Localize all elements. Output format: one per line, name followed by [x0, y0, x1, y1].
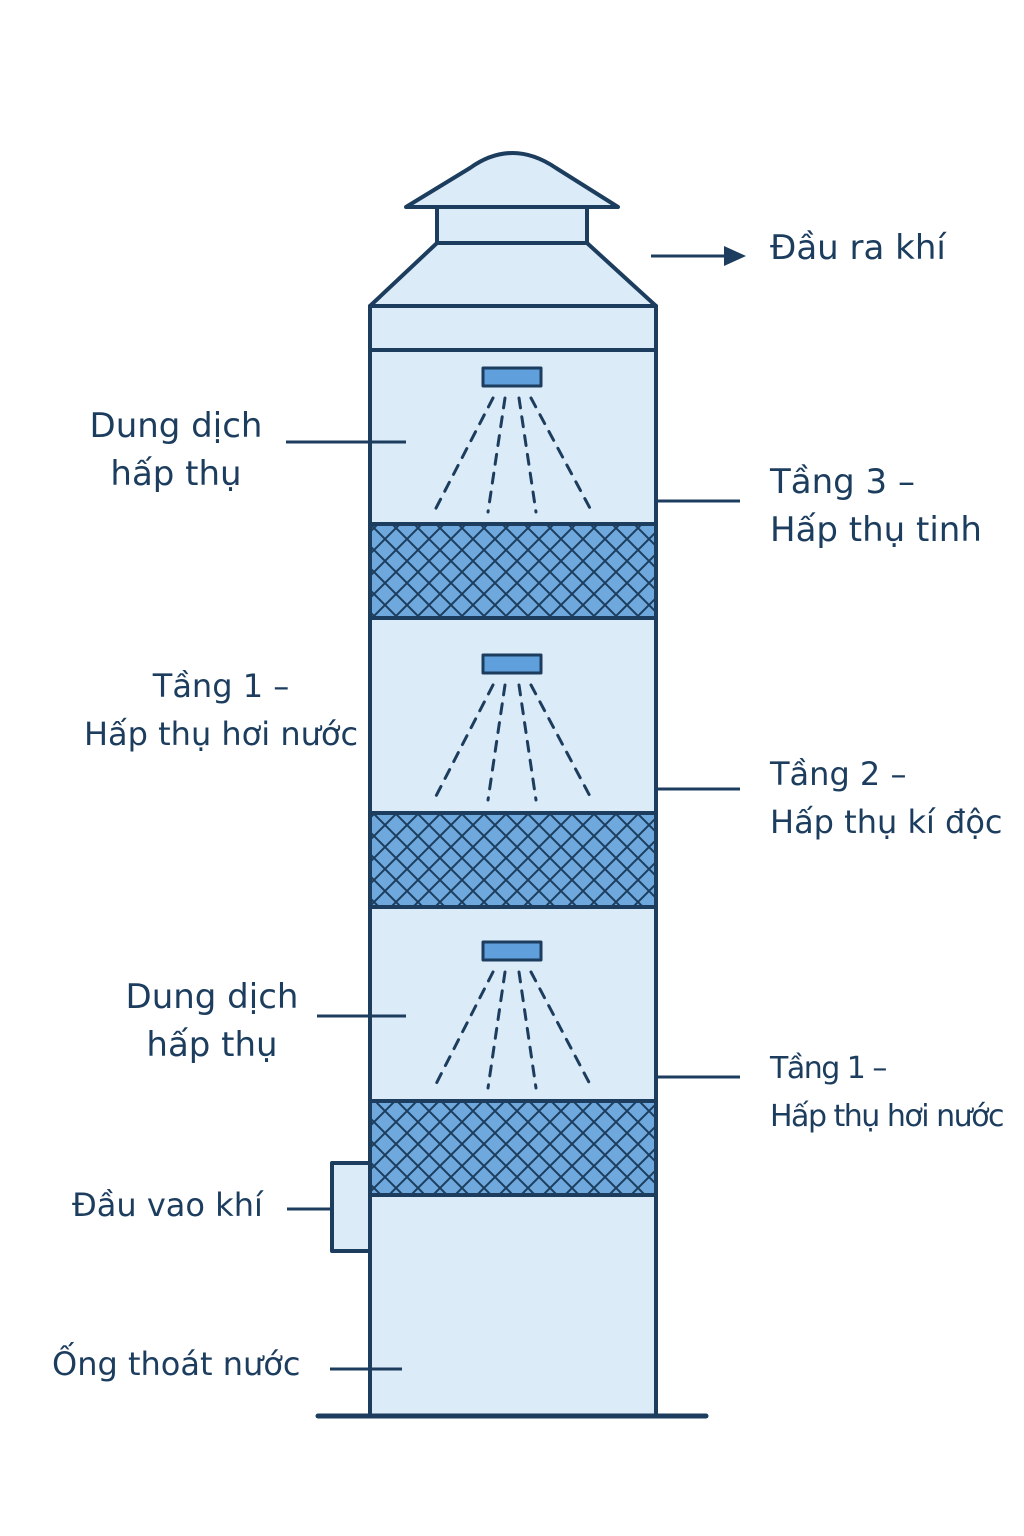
stage1-left-label: Tầng 1 – Hấp thụ hơi nước [56, 662, 386, 758]
absorbent-top-line2: hấp thụ [110, 454, 242, 494]
outlet-arrowhead [724, 246, 746, 266]
tower-cone [368, 241, 658, 308]
stage1-left-line1: Tầng 1 – [152, 667, 290, 705]
stage1-left-line2: Hấp thụ hơi nước [83, 715, 359, 753]
inlet-label: Đầu vao khí [72, 1181, 263, 1229]
spray-nozzle-2 [481, 653, 543, 675]
stage3-line2: Hấp thụ tinh [770, 510, 982, 550]
tower-cap-neck [435, 205, 589, 245]
inlet-label-text: Đầu vao khí [72, 1186, 263, 1224]
stage3-line1: Tầng 3 – [770, 462, 915, 502]
stage1-right-label: Tầng 1 – Hấp thụ hơi nước [770, 1045, 1004, 1141]
stage1-right-line1: Tầng 1 – [770, 1051, 887, 1086]
inlet-duct [330, 1161, 372, 1253]
absorbent-top-label: Dung dịch hấp thụ [76, 402, 276, 498]
stage1-right-line2: Hấp thụ hơi nước [770, 1099, 1004, 1134]
absorbent-top-line1: Dung dịch [89, 406, 263, 446]
tower-cap [404, 151, 620, 209]
spray-pattern-3 [432, 396, 594, 514]
spray-nozzle-3 [481, 366, 543, 388]
spray-nozzle-1 [481, 940, 543, 962]
absorbent-bottom-line1: Dung dịch [125, 977, 299, 1017]
spray-pattern-1 [432, 970, 594, 1090]
stage2-line2: Hấp thụ kí độc [770, 803, 1003, 841]
stage2-line1: Tầng 2 – [770, 755, 907, 793]
stage2-label: Tầng 2 – Hấp thụ kí độc [770, 750, 1003, 846]
outlet-label: Đầu ra khí [770, 224, 946, 272]
drain-label: Ống thoát nước [52, 1340, 300, 1388]
spray-pattern-2 [432, 683, 594, 802]
absorbent-bottom-label: Dung dịch hấp thụ [112, 973, 312, 1069]
drain-label-text: Ống thoát nước [52, 1345, 301, 1383]
packing-bed-1 [368, 1099, 658, 1197]
outlet-label-text: Đầu ra khí [770, 228, 946, 268]
packing-bed-3 [368, 522, 658, 620]
absorbent-bottom-line2: hấp thụ [146, 1025, 278, 1065]
stage3-label: Tầng 3 – Hấp thụ tinh [770, 458, 982, 554]
packing-bed-2 [368, 811, 658, 909]
